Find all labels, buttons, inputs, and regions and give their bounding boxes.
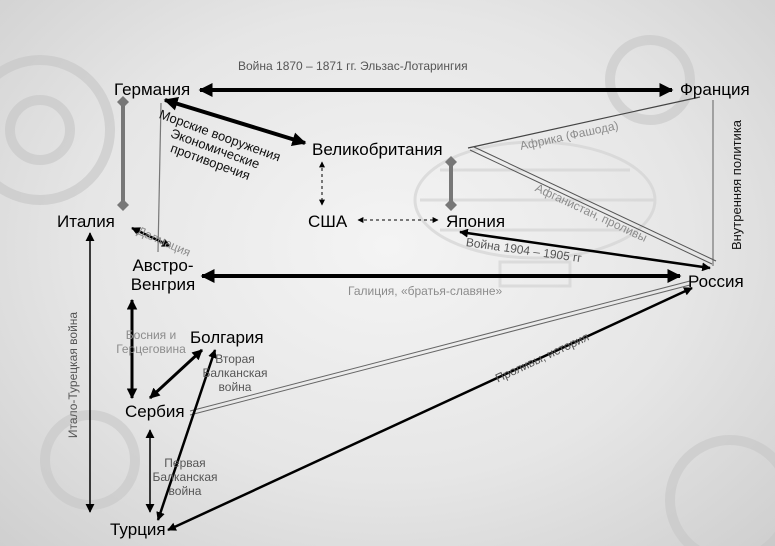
label-second-balkan-3: война	[218, 380, 252, 394]
node-austria-line1: Австро-	[132, 256, 194, 275]
label-second-balkan-2: Балканская	[202, 366, 268, 380]
node-turkey: Турция	[110, 520, 166, 539]
link-serbia-russia-b	[189, 284, 691, 416]
node-france: Франция	[680, 80, 750, 99]
label-bosnia: Босния и Герцеговина	[110, 328, 192, 356]
label-first-balkan-3: война	[168, 484, 202, 498]
node-bulgaria: Болгария	[190, 328, 264, 347]
node-usa: США	[308, 212, 348, 231]
arrow-britain-france	[467, 96, 701, 149]
label-inner-policy: Внутренняя политика	[729, 119, 745, 251]
label-first-balkan-2: Балканская	[152, 470, 218, 484]
arrow-italy-austria	[131, 226, 171, 248]
arrow-turkey-russia	[167, 286, 693, 532]
label-bosnia-2: Герцеговина	[116, 342, 186, 356]
node-japan: Япония	[446, 212, 506, 231]
node-germany: Германия	[114, 80, 191, 99]
arrow-bulgaria-serbia	[148, 348, 204, 400]
label-italo-turk: Итало-Турецкая война	[66, 311, 81, 439]
label-second-balkan-1: Вторая	[215, 352, 255, 366]
label-bosnia-1: Босния и	[125, 328, 177, 342]
node-italy: Италия	[57, 212, 115, 231]
node-serbia: Сербия	[125, 402, 185, 421]
arrow-japan-russia	[459, 228, 711, 272]
label-first-balkan: Первая Балканская война	[150, 456, 220, 498]
label-war-1870: Война 1870 – 1871 гг. Эльзас-Лотарингия	[238, 59, 468, 73]
node-austria-line2: Венгрия	[130, 275, 196, 294]
link-germany-austria	[157, 102, 162, 253]
label-second-balkan: Вторая Балканская война	[200, 352, 270, 394]
arrow-germany-britain	[163, 97, 307, 146]
node-austria-hungary: Австро- Венгрия	[122, 256, 204, 294]
node-britain: Великобритания	[312, 140, 443, 159]
node-russia: Россия	[688, 272, 744, 291]
label-galicia: Галиция, «братья-славяне»	[348, 284, 503, 298]
label-first-balkan-1: Первая	[164, 456, 206, 470]
